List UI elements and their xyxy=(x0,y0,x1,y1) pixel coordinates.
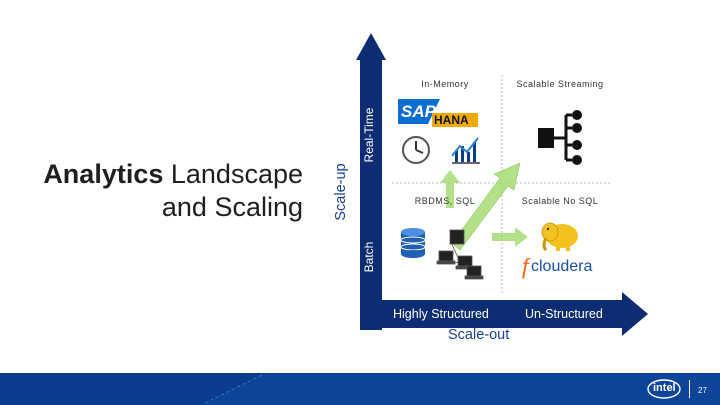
slide-title: Analytics Landscape and Scaling xyxy=(43,158,303,224)
sap-logo-text: SAP xyxy=(401,102,436,121)
clock-icon xyxy=(402,136,430,164)
quadrant-label-rdbms: RBDMS, SQL xyxy=(414,196,476,206)
chart-icon xyxy=(451,137,480,164)
intel-logo-text: intel xyxy=(653,382,676,394)
sap-logo xyxy=(398,99,440,124)
title-line2: and Scaling xyxy=(161,192,303,222)
axis-label-real-time: Real-Time xyxy=(362,107,376,163)
hana-logo-text: HANA xyxy=(434,113,469,127)
quadrant-label-streaming: Scalable Streaming xyxy=(516,79,604,89)
axis-label-highly-structured: Highly Structured xyxy=(393,307,489,321)
axis-label-batch: Batch xyxy=(362,241,376,273)
database-icon xyxy=(400,228,426,258)
streaming-tree-icon xyxy=(538,110,582,165)
cloudera-text: cloudera xyxy=(531,258,593,275)
hadoop-elephant-icon xyxy=(541,222,578,252)
axis-label-scale-up: Scale-up xyxy=(333,163,349,221)
axis-label-un-structured: Un-Structured xyxy=(525,307,603,321)
intel-logo xyxy=(647,379,681,399)
axis-label-scale-out: Scale-out xyxy=(448,327,510,343)
title-rest: Landscape xyxy=(163,159,303,189)
page-number: 27 xyxy=(698,386,707,395)
network-computers-icon xyxy=(436,229,484,280)
title-bold: Analytics xyxy=(43,159,164,189)
footer-divider xyxy=(689,380,690,398)
vertical-axis-arrow xyxy=(356,33,386,330)
right-arrow xyxy=(492,227,528,247)
cloudera-logo: ƒ cloudera xyxy=(520,254,593,279)
horizontal-axis-arrow xyxy=(360,292,648,336)
quadrant-label-nosql: Scalable No SQL xyxy=(521,196,599,206)
footer-decoration xyxy=(200,373,720,405)
up-arrow xyxy=(440,170,460,208)
growth-arrow xyxy=(451,162,521,251)
hana-bar xyxy=(432,113,478,127)
quadrant-label-in-memory: In-Memory xyxy=(421,79,469,89)
